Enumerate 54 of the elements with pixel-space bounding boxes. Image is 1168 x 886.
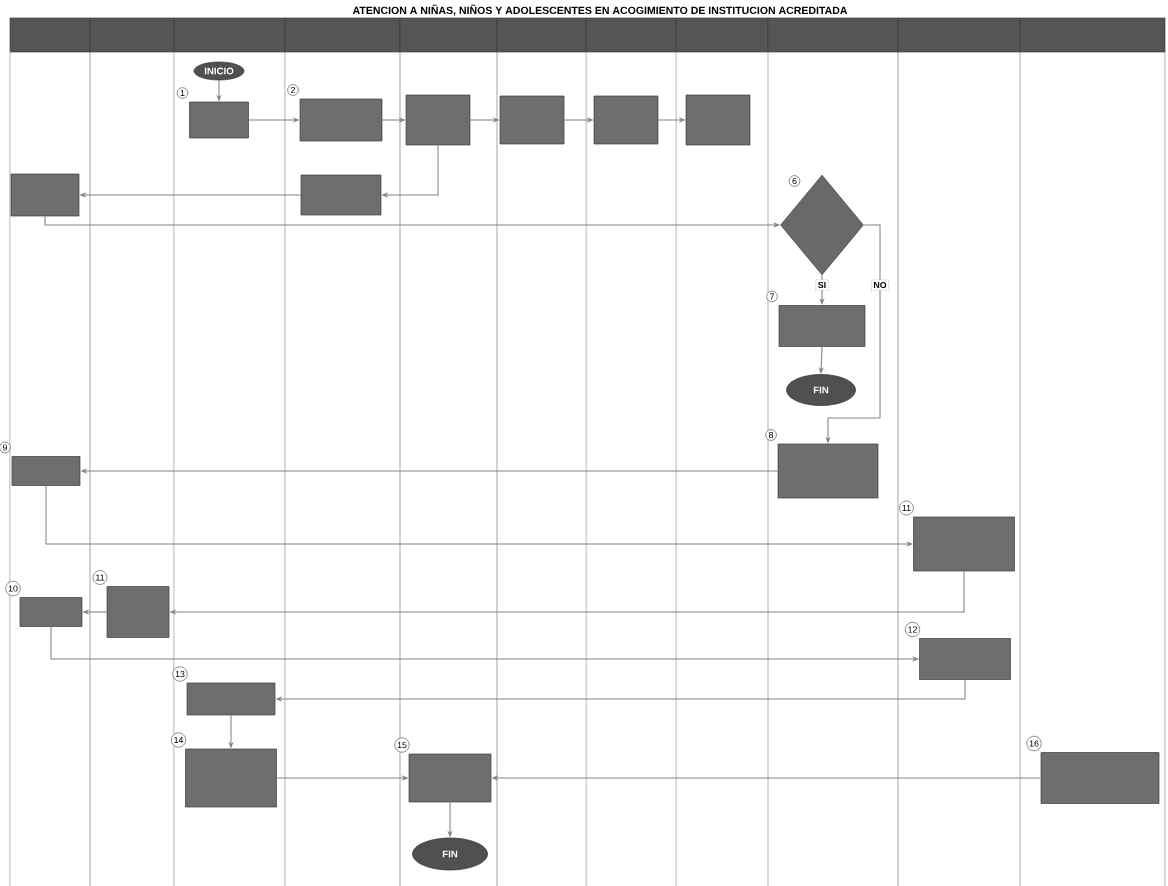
process-box <box>778 305 866 347</box>
process-box <box>300 174 382 216</box>
step-number: 1 <box>176 87 189 99</box>
process-box <box>19 597 83 627</box>
lane-header <box>9 17 91 53</box>
process-box <box>299 98 383 142</box>
lane-header <box>496 17 587 53</box>
process-box <box>185 748 277 808</box>
step-number: 7 <box>766 290 778 303</box>
process-box <box>408 753 492 803</box>
lane-header <box>767 17 899 53</box>
process-box <box>1040 752 1160 804</box>
lane-header <box>675 17 769 53</box>
step-number: 8 <box>765 429 777 441</box>
process-box <box>593 95 659 145</box>
process-box <box>189 101 249 139</box>
process-box <box>685 94 751 146</box>
process-box <box>499 95 565 145</box>
process-box <box>106 586 170 638</box>
terminal-ellipse <box>786 374 856 406</box>
process-box <box>919 638 1011 680</box>
lane-header <box>89 17 175 53</box>
node-label: FIN <box>813 386 829 394</box>
lane-header <box>399 17 498 53</box>
process-box <box>777 443 879 499</box>
decision-diamond <box>780 174 864 276</box>
step-number: 11 <box>899 500 914 516</box>
step-number: 10 <box>5 580 21 597</box>
process-box <box>186 682 276 716</box>
step-number: 12 <box>904 621 921 638</box>
process-box <box>405 94 471 146</box>
lane-header <box>173 17 286 53</box>
lane-header <box>585 17 677 53</box>
node-label: FIN <box>442 850 458 858</box>
edge-label: SI <box>815 279 829 291</box>
process-box <box>10 173 80 217</box>
title: ATENCION A NIÑAS, NIÑOS Y ADOLESCENTES EN ACOGIMIENTO DE INSTITUCION ACREDITADA <box>352 4 848 16</box>
step-number: 15 <box>394 737 410 753</box>
process-box <box>913 516 1015 572</box>
step-number: 16 <box>1026 735 1042 752</box>
edge-label: NO <box>870 279 890 291</box>
terminal-ellipse <box>412 837 488 871</box>
process-box <box>11 456 81 486</box>
step-number: 9 <box>0 441 11 454</box>
node-label: INICIO <box>204 67 234 75</box>
step-number: 11 <box>92 570 108 585</box>
step-number: 14 <box>170 732 187 748</box>
lane-header <box>284 17 401 53</box>
terminal-ellipse <box>193 61 245 81</box>
step-number: 13 <box>172 666 188 682</box>
step-number: 2 <box>287 84 299 96</box>
lane-header <box>897 17 1021 53</box>
lane-header <box>1019 17 1166 53</box>
step-number: 6 <box>788 175 801 187</box>
